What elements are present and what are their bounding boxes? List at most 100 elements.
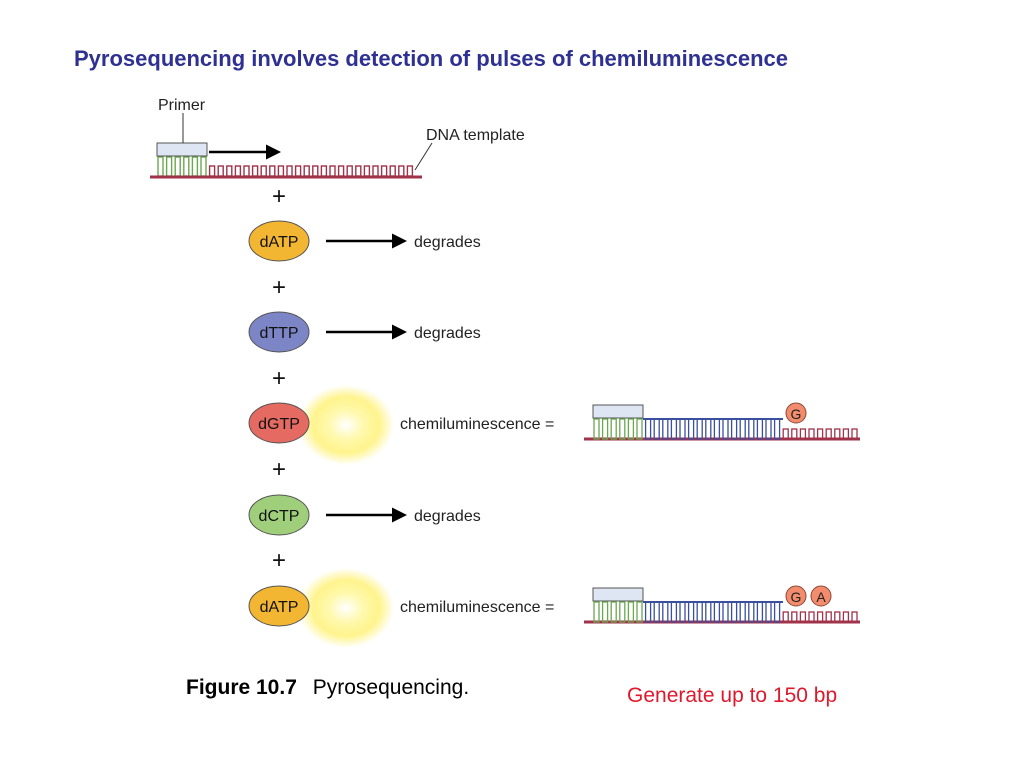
primer-box (592, 404, 644, 419)
template-label: DNA template (426, 127, 525, 144)
template-base-tick (260, 165, 267, 177)
template-base-tick (389, 165, 396, 177)
strand-base-tick (748, 601, 755, 623)
incorporated-base-circle (785, 402, 807, 424)
nucleotide-step: dATP degrades (248, 220, 481, 262)
plus-sign: + (272, 547, 286, 574)
chemiluminescence-label: chemiluminescence = (400, 599, 554, 616)
template-base-tick (303, 165, 310, 177)
figure-caption-text: Pyrosequencing. (312, 676, 470, 699)
strand-base-tick (730, 601, 738, 623)
strand-base-tick (756, 601, 764, 623)
strand-base-tick (782, 611, 789, 623)
strand-base-tick (662, 418, 669, 440)
strand-base-tick (816, 428, 824, 440)
strand-base-tick (601, 418, 609, 440)
incorporated-base-label: A (816, 589, 826, 605)
template-base-tick (226, 165, 233, 177)
primer-box (592, 587, 644, 602)
nucleotide-label: dATP (260, 234, 299, 251)
template-base-tick (337, 165, 345, 177)
template-base-tick (286, 165, 293, 177)
strand-base-tick (687, 418, 695, 440)
template-base-tick (312, 165, 319, 177)
degrades-label: degrades (414, 325, 481, 342)
strand-base-tick (722, 601, 729, 623)
strand-base-tick (670, 418, 678, 440)
template-base-tick (183, 156, 190, 177)
template-base-tick (269, 165, 276, 177)
template-base-tick (355, 165, 362, 177)
strand-base-tick (627, 601, 635, 623)
template-base-tick (165, 156, 173, 177)
strand-base-tick (679, 601, 686, 623)
light-pulse-glow (298, 385, 394, 465)
strand-base-tick (696, 418, 703, 440)
strand-base-tick (670, 601, 678, 623)
strand-base-tick (799, 611, 807, 623)
strand-base-tick (842, 611, 850, 623)
strand-base-tick (653, 418, 660, 440)
degrades-label: degrades (414, 234, 481, 251)
strand-base-tick (842, 428, 850, 440)
extended-strand: G (584, 402, 860, 441)
strand-base-tick (816, 611, 824, 623)
plus-sign: + (272, 274, 286, 301)
nucleotide-oval (248, 220, 310, 262)
plus-sign: + (272, 365, 286, 392)
template-base-tick (346, 165, 353, 177)
read-length-note: Generate up to 150 bp (627, 684, 838, 707)
strand-base-tick (636, 418, 643, 440)
template-base-tick (217, 165, 224, 177)
incorporated-base-label: G (791, 589, 802, 605)
nucleotide-label: dCTP (259, 508, 300, 525)
incorporated-base-label: G (791, 406, 802, 422)
strand-base-tick (765, 418, 772, 440)
strand-base-tick (808, 611, 815, 623)
strand-base-tick (662, 601, 669, 623)
strand-base-tick (851, 428, 858, 440)
strand-base-tick (851, 611, 858, 623)
strand-base-tick (593, 601, 600, 623)
strand-base-tick (739, 601, 746, 623)
figure-number: Figure 10.7 (186, 676, 297, 699)
primer-box (156, 142, 208, 157)
strand-base-tick (644, 601, 652, 623)
strand-base-tick (791, 611, 798, 623)
strand-base-tick (619, 601, 626, 623)
strand-base-tick (687, 601, 695, 623)
nucleotide-label: dGTP (258, 416, 300, 433)
strand-base-tick (834, 428, 841, 440)
plus-sign: + (272, 183, 286, 210)
slide-title: Pyrosequencing involves detection of pul… (74, 46, 788, 71)
strand-base-tick (730, 418, 738, 440)
light-pulse-glow (298, 568, 394, 648)
template-base-tick (191, 156, 199, 177)
strand-base-tick (773, 601, 781, 623)
template-base-tick (277, 165, 285, 177)
template-base-tick (243, 165, 250, 177)
strand-base-tick (627, 418, 635, 440)
strand-base-tick (825, 428, 832, 440)
strand-base-tick (696, 601, 703, 623)
strand-base-tick (713, 601, 721, 623)
strand-base-tick (713, 418, 721, 440)
degrades-label: degrades (414, 508, 481, 525)
nucleotide-oval (248, 494, 310, 536)
template-base-tick (380, 165, 388, 177)
nucleotide-step: dCTP degrades (248, 494, 481, 536)
template-base-tick (200, 156, 207, 177)
nucleotide-oval (248, 402, 310, 444)
template-base-tick (320, 165, 328, 177)
template-base-tick (208, 165, 216, 177)
strand-base-tick (610, 601, 617, 623)
strand-base-tick (791, 428, 798, 440)
incorporated-base-circle (785, 585, 807, 607)
strand-base-tick (748, 418, 755, 440)
strand-base-tick (773, 418, 781, 440)
